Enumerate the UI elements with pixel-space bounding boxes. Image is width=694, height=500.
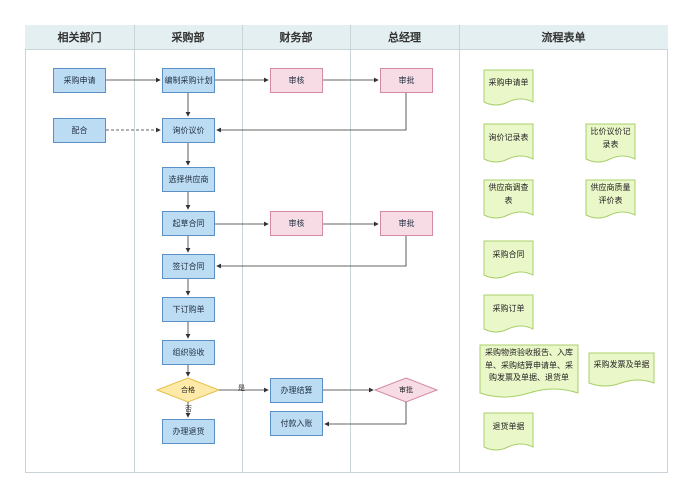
form-shape	[483, 240, 534, 279]
node-draft-contract: 起草合同	[162, 211, 215, 236]
lane-divider	[350, 25, 351, 473]
edge	[324, 402, 407, 427]
form-shape	[585, 123, 636, 163]
form-shape	[483, 412, 534, 451]
form-shape	[588, 352, 655, 387]
form-invoice-docs: 采购发票及单据	[593, 359, 650, 369]
edge-label-no: 否	[185, 405, 192, 413]
node-gm-approve-3-label: 审批	[399, 386, 413, 394]
flowchart-frame	[25, 25, 668, 473]
form-shape	[483, 123, 534, 163]
node-inquiry: 询价议价	[162, 118, 215, 143]
node-cooperate: 配合	[53, 118, 106, 143]
node-place-order: 下订购单	[162, 297, 215, 322]
lane-header-related-dept: 相关部门	[57, 31, 102, 44]
form-supplier-quality: 供应商质量评价表	[590, 183, 631, 205]
form-purchase-contract: 采购合同	[492, 249, 525, 259]
form-shape	[483, 179, 534, 219]
form-shape	[585, 179, 636, 219]
node-finance-review-2: 审核	[270, 211, 323, 236]
lane-divider	[459, 25, 460, 473]
form-inquiry-record: 询价记录表	[488, 133, 529, 143]
lane-header-bar	[25, 25, 668, 50]
node-sign-contract: 签订合同	[162, 254, 215, 279]
lane-header-gm: 总经理	[388, 31, 421, 44]
node-inspection: 组织验收	[162, 340, 215, 365]
node-return-goods: 办理退货	[162, 419, 215, 444]
form-shape	[483, 69, 534, 106]
lane-header-forms: 流程表单	[541, 31, 586, 44]
form-shape	[479, 344, 579, 398]
form-supplier-survey: 供应商调查表	[488, 183, 529, 205]
node-finance-review-1: 审核	[270, 68, 323, 93]
edge-label-yes: 是	[238, 384, 245, 392]
lane-header-purchasing: 采购部	[171, 31, 205, 44]
form-inspection-docs: 采购物资验收报告、入库单、采购结算申请单、采购发票及单据、退货单	[485, 348, 573, 383]
form-purchase-order: 采购订单	[492, 303, 525, 313]
lane-divider	[134, 25, 135, 473]
form-return-docs: 退货单据	[492, 421, 525, 431]
node-make-plan: 编制采购计划	[162, 68, 215, 93]
node-qualified-label: 合格	[181, 386, 195, 394]
form-shape	[483, 294, 534, 333]
lane-divider	[242, 25, 243, 473]
edge	[216, 93, 407, 133]
node-gm-approve-2: 审批	[380, 211, 433, 236]
node-payment: 付款入账	[270, 411, 323, 436]
form-purchase-request: 采购申请单	[488, 77, 529, 87]
node-purchase-request: 采购申请	[53, 68, 106, 93]
node-select-supplier: 选择供应商	[162, 167, 215, 192]
form-price-compare: 比价议价记录表	[590, 127, 631, 149]
node-gm-approve-1: 审批	[380, 68, 433, 93]
node-settlement: 办理结算	[270, 378, 323, 403]
edge	[216, 236, 407, 269]
lane-header-finance: 财务部	[279, 31, 313, 44]
